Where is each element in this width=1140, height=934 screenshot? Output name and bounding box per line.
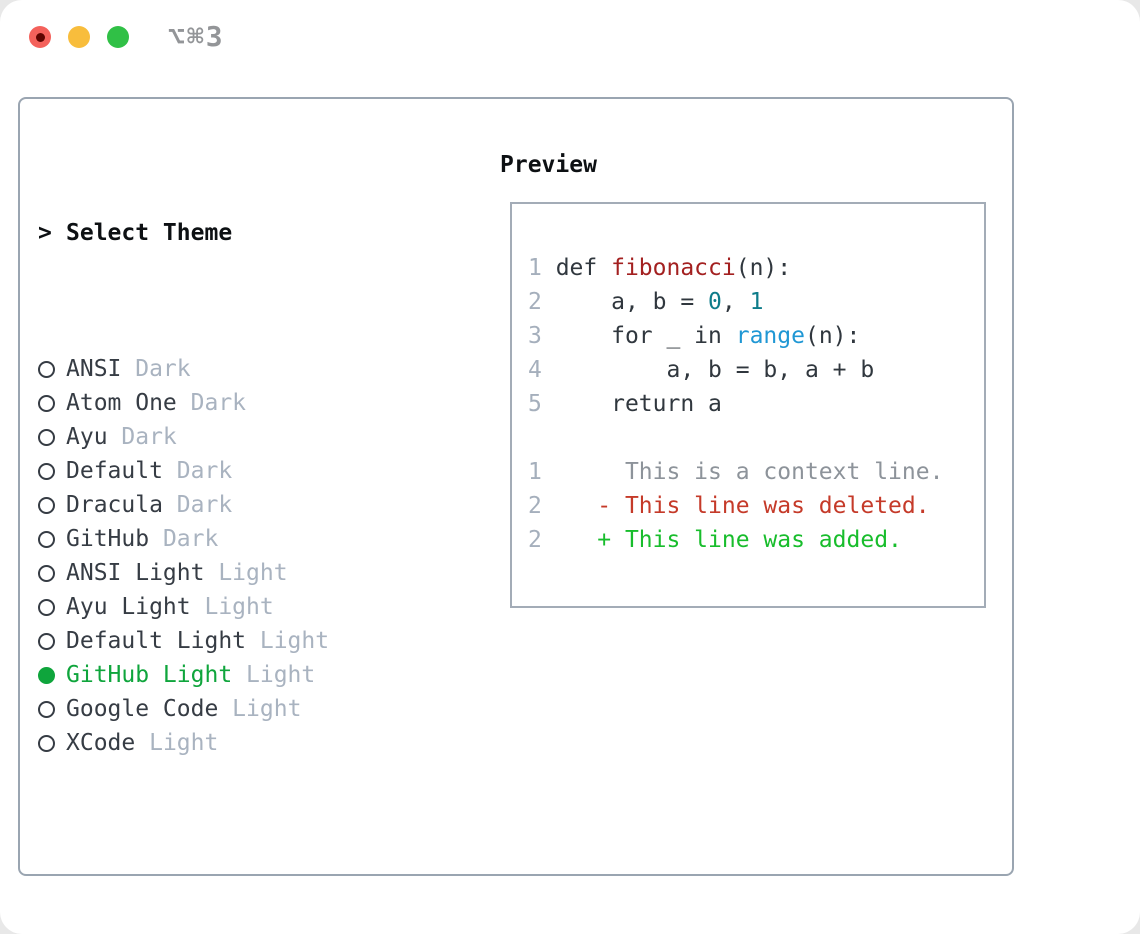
theme-name: Ayu Light [66, 594, 191, 620]
theme-option[interactable]: Atom One Dark [38, 386, 426, 420]
line-number [528, 425, 556, 451]
theme-option[interactable]: ANSI Light Light [38, 556, 426, 590]
theme-option[interactable]: Ayu Dark [38, 420, 426, 454]
line-number: 2 [528, 289, 556, 315]
preview-line: 2 + This line was added. [528, 523, 984, 557]
theme-name: ANSI [66, 356, 122, 382]
preview-line: 3 for _ in range(n): [528, 319, 984, 353]
preview-line: 2 - This line was deleted. [528, 489, 984, 523]
code-segment-code: a, b = [555, 289, 709, 315]
code-segment-builtin: range [735, 323, 805, 349]
theme-option[interactable]: Default Light Light [38, 624, 426, 658]
theme-option[interactable]: XCode Light [38, 726, 426, 760]
radio-icon [38, 462, 55, 480]
theme-variant: Dark [162, 492, 233, 518]
radio-icon [38, 530, 55, 548]
theme-name: GitHub Light [66, 662, 233, 688]
code-segment-deleted: - This line was deleted. [555, 493, 930, 519]
theme-name: Atom One [66, 390, 177, 416]
line-number: 1 [528, 255, 556, 281]
code-segment-code: for _ in [555, 323, 736, 349]
preview-header: Preview [500, 152, 597, 178]
theme-list: ANSI Dark Atom One Dark Ayu Dark Default… [38, 352, 426, 760]
theme-variant: Dark [162, 458, 233, 484]
code-segment-code: (n): [804, 323, 861, 349]
preview-line: 1 This is a context line. [528, 455, 984, 489]
line-number: 3 [528, 323, 556, 349]
radio-icon [38, 598, 55, 616]
preview-line: 2 a, b = 0, 1 [528, 285, 984, 319]
theme-name: Ayu [66, 424, 108, 450]
theme-variant: Dark [107, 424, 177, 450]
radio-icon [38, 700, 55, 718]
theme-variant: Dark [121, 356, 191, 382]
theme-variant: Light [246, 628, 330, 654]
theme-option[interactable]: GitHub Light Light [38, 658, 426, 692]
line-number: 2 [528, 493, 556, 519]
titlebar [29, 26, 129, 48]
select-theme-header-label: Select Theme [66, 220, 233, 246]
code-segment-added: + This line was added. [555, 527, 902, 553]
theme-name: ANSI Light [66, 560, 205, 586]
theme-variant: Light [190, 594, 274, 620]
radio-icon [38, 564, 55, 582]
code-segment-function: fibonacci [611, 255, 736, 281]
line-number: 2 [528, 527, 556, 553]
theme-variant: Light [232, 662, 316, 688]
code-segment-code: (n): [735, 255, 792, 281]
code-segment-code: def [555, 255, 612, 281]
spacer [38, 862, 426, 896]
code-segment-number: 0 [708, 289, 722, 315]
theme-picker-left-column: > Select Theme ANSI Dark Atom One Dark A… [38, 148, 426, 934]
theme-option[interactable]: Default Dark [38, 454, 426, 488]
theme-option[interactable]: Ayu Light Light [38, 590, 426, 624]
theme-name: Google Code [66, 696, 219, 722]
cursor-icon: > [38, 220, 52, 246]
radio-icon [38, 394, 55, 412]
line-number: 5 [528, 391, 556, 417]
theme-variant: Dark [176, 390, 247, 416]
code-segment-code: , [721, 289, 750, 315]
code-segment-code: return a [555, 391, 722, 417]
radio-icon [38, 360, 55, 378]
theme-variant: Light [218, 696, 302, 722]
theme-name: Default Light [66, 628, 247, 654]
theme-name: XCode [66, 730, 136, 756]
code-segment-context: This is a context line. [555, 459, 944, 485]
line-number: 4 [528, 357, 556, 383]
select-theme-header: > Select Theme [38, 216, 426, 250]
theme-variant: Dark [149, 526, 219, 552]
preview-line: 1 def fibonacci(n): [528, 251, 984, 285]
radio-icon [38, 496, 55, 514]
code-segment-number: 1 [749, 289, 764, 315]
theme-picker-panel: > Select Theme ANSI Dark Atom One Dark A… [18, 97, 1014, 876]
zoom-button[interactable] [107, 26, 129, 48]
theme-option[interactable]: Google Code Light [38, 692, 426, 726]
theme-option[interactable]: GitHub Dark [38, 522, 426, 556]
theme-name: Dracula [66, 492, 163, 518]
code-segment-code: a, b = b, a + b [555, 357, 875, 383]
radio-icon [38, 632, 55, 650]
preview-line: 4 a, b = b, a + b [528, 353, 984, 387]
theme-name: Default [66, 458, 163, 484]
preview-line: 5 return a [528, 387, 984, 421]
close-active-dot-icon [35, 32, 45, 42]
close-button[interactable] [29, 26, 51, 48]
preview-line [528, 421, 984, 455]
theme-variant: Light [204, 560, 288, 586]
theme-variant: Light [135, 730, 219, 756]
theme-option[interactable]: ANSI Dark [38, 352, 426, 386]
window-shortcut-label: ⌥⌘3 [168, 20, 225, 53]
radio-selected-icon [38, 666, 55, 684]
theme-option[interactable]: Dracula Dark [38, 488, 426, 522]
radio-icon [38, 428, 55, 446]
line-number: 1 [528, 459, 556, 485]
theme-name: GitHub [66, 526, 150, 552]
minimize-button[interactable] [68, 26, 90, 48]
radio-icon [38, 734, 55, 752]
